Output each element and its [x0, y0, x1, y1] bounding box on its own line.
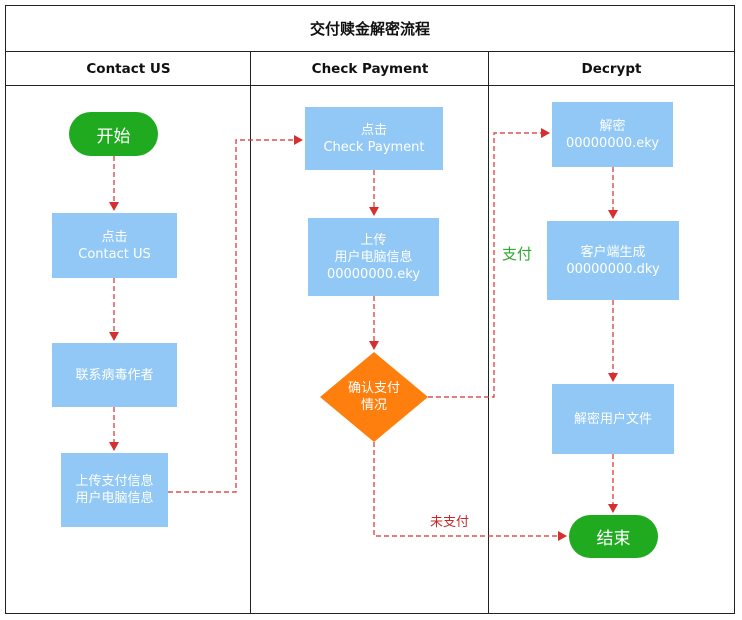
- edge-upload-payment-to-click-check: [168, 135, 303, 493]
- diagram-frame: 交付赎金解密流程 Contact US Check Payment Decryp…: [5, 5, 735, 614]
- start-terminal: 开始: [69, 112, 158, 156]
- lane-header-contact-us: Contact US: [6, 52, 251, 86]
- node-decrypt-eky-line-1: 解密: [599, 118, 626, 134]
- node-upload-computer-info-line-1: 上传: [360, 232, 387, 248]
- diagram-title: 交付赎金解密流程: [6, 6, 734, 52]
- edge-label-paid: 支付: [502, 245, 533, 263]
- node-upload-computer-info: 上传 用户电脑信息 00000000.eky: [308, 218, 439, 296]
- node-click-check-payment-line-1: 点击: [360, 122, 387, 138]
- lane-header-check-payment: Check Payment: [251, 52, 489, 86]
- lane-divider-1: [250, 52, 251, 613]
- node-contact-author: 联系病毒作者: [52, 343, 177, 407]
- node-click-contact-us-line-1: 点击: [101, 229, 128, 245]
- node-decrypt-eky: 解密 00000000.eky: [552, 102, 673, 167]
- node-click-check-payment-line-2: Check Payment: [323, 139, 425, 155]
- node-client-generate-dky: 客户端生成 00000000.dky: [547, 221, 679, 300]
- decision-confirm-payment: 确认支付 情况: [331, 372, 417, 422]
- node-click-contact-us-line-2: Contact US: [78, 246, 151, 262]
- lane-divider-2: [488, 52, 489, 613]
- node-client-generate-dky-line-2: 00000000.dky: [566, 261, 660, 277]
- edge-confirm-paid-to-decrypt: [428, 128, 550, 398]
- node-decrypt-user-files: 解密用户文件: [552, 384, 674, 454]
- node-client-generate-dky-line-1: 客户端生成: [580, 244, 646, 260]
- node-click-check-payment: 点击 Check Payment: [305, 107, 443, 170]
- decision-confirm-payment-line-1: 确认支付: [347, 381, 400, 396]
- node-decrypt-user-files-label: 解密用户文件: [573, 411, 652, 427]
- edge-confirm-unpaid-to-end: [373, 442, 567, 541]
- node-upload-computer-info-line-3: 00000000.eky: [326, 266, 421, 282]
- node-click-contact-us: 点击 Contact US: [52, 213, 177, 278]
- node-contact-author-label: 联系病毒作者: [75, 367, 154, 383]
- end-terminal: 结束: [569, 515, 658, 558]
- decision-confirm-payment-line-2: 情况: [360, 398, 387, 413]
- node-decrypt-eky-line-2: 00000000.eky: [565, 135, 660, 151]
- node-upload-payment-info: 上传支付信息 用户电脑信息: [61, 453, 168, 527]
- edge-label-unpaid: 未支付: [430, 515, 470, 530]
- lane-header-decrypt: Decrypt: [489, 52, 734, 86]
- node-upload-payment-info-line-1: 上传支付信息: [75, 474, 154, 489]
- node-upload-computer-info-line-2: 用户电脑信息: [334, 249, 413, 265]
- node-upload-payment-info-line-2: 用户电脑信息: [75, 491, 154, 506]
- decision-confirm-shape: [320, 352, 428, 442]
